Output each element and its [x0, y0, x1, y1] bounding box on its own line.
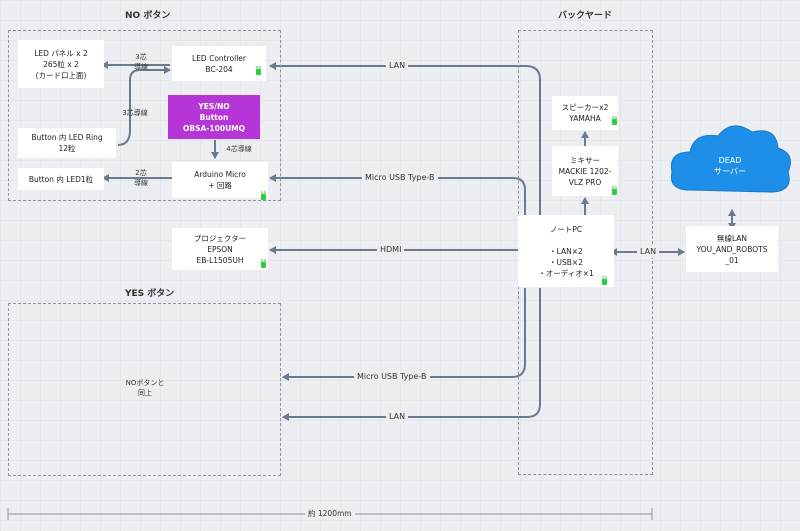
region-title-backyard: バックヤード — [558, 11, 613, 21]
node-text-line: Arduino Micro — [194, 170, 246, 179]
dimension-label: 約 1200mm — [305, 508, 355, 520]
label-3core-panel: 3芯 導線 — [134, 53, 148, 71]
power-plug-icon — [261, 259, 266, 268]
node-text-line: ノートPC — [549, 224, 583, 234]
node-text-line: EPSON — [207, 244, 233, 254]
node-text-line: YES/NO — [198, 101, 230, 111]
power-plug-icon — [261, 191, 266, 200]
power-plug-icon — [612, 116, 617, 125]
wire-lan-yes — [282, 288, 541, 421]
node-text-line: プロジェクター — [193, 233, 247, 243]
node-text-line: BC-204 — [205, 64, 233, 74]
label-usb-yes: Micro USB Type-B — [354, 371, 430, 383]
node-text-line: ・オーディオ×1 — [538, 268, 594, 278]
label-hdmi: HDMI — [377, 244, 405, 256]
node-text-line: VLZ PRO — [568, 177, 602, 187]
node-text-line: LED Controller — [192, 53, 246, 63]
node-text-line: DEAD — [718, 156, 742, 165]
power-plug-icon — [602, 276, 607, 285]
power-plug-icon — [256, 66, 261, 75]
node-text-line: LED パネル x 2 — [34, 48, 88, 58]
wire-3core-ring — [117, 66, 171, 146]
power-plug-icon — [612, 186, 617, 195]
arduino-micro-node: Arduino Micro + 回路 — [172, 162, 268, 198]
yes-button-note: NOボタンと 同上 — [125, 379, 165, 397]
region-yes-button — [8, 303, 281, 476]
node-text-line: ・USB×2 — [549, 257, 583, 267]
label-4core: 4芯導線 — [226, 145, 252, 153]
label-lan-wifi: LAN — [637, 246, 660, 258]
node-text-line — [565, 235, 567, 246]
wire-usb-top — [269, 174, 526, 215]
node-text-line: (カード口上面) — [35, 70, 87, 80]
label-2core: 2芯 導線 — [134, 169, 148, 187]
node-text-line: Button — [199, 112, 229, 122]
dead-server-node: DEAD サーバー — [700, 155, 760, 177]
node-text-line: OBSA-100UMQ — [183, 123, 245, 133]
node-text-line: 12粒 — [58, 144, 76, 153]
button-led-ring-node: Button 内 LED Ring 12粒 — [18, 128, 116, 158]
node-text-line: サーバー — [714, 167, 746, 176]
node-text-line: EB-L1505UH — [196, 255, 244, 265]
cloud-shape — [670, 125, 791, 193]
label-usb-top: Micro USB Type-B — [362, 172, 438, 184]
button-led1-node: Button 内 LED1粒 — [18, 168, 104, 190]
node-text-line: 無線LAN — [716, 233, 748, 243]
region-no-button — [8, 30, 281, 201]
note-pc-node: ノートPC ・LAN×2・USB×2・オーディオ×1 — [518, 215, 614, 287]
node-text-line: Button 内 LED Ring — [31, 133, 103, 142]
node-text-line: 265粒 x 2 — [43, 59, 79, 69]
node-text-line: ミキサー — [570, 155, 600, 165]
label-3core-ring: 3芯導線 — [122, 109, 148, 117]
node-text-line: MACKIE 1202- — [558, 166, 612, 176]
region-title-yes-button: YES ボタン — [125, 289, 175, 299]
region-title-no-button: NO ボタン — [125, 11, 171, 21]
node-text-line: Button 内 LED1粒 — [28, 174, 94, 184]
node-text-line: _01 — [725, 255, 739, 265]
label-lan-yes: LAN — [386, 411, 409, 423]
label-lan-top: LAN — [386, 60, 409, 72]
node-text-line: ・LAN×2 — [549, 246, 583, 256]
node-text-line: YAMAHA — [569, 114, 601, 123]
wire-usb-yes — [282, 288, 526, 381]
node-text-line: + 回路 — [208, 181, 232, 190]
node-text-line: YOU_AND_ROBOTS — [696, 244, 768, 254]
node-text-line: スピーカーx2 — [561, 103, 609, 112]
wire-lan-top — [269, 62, 541, 215]
